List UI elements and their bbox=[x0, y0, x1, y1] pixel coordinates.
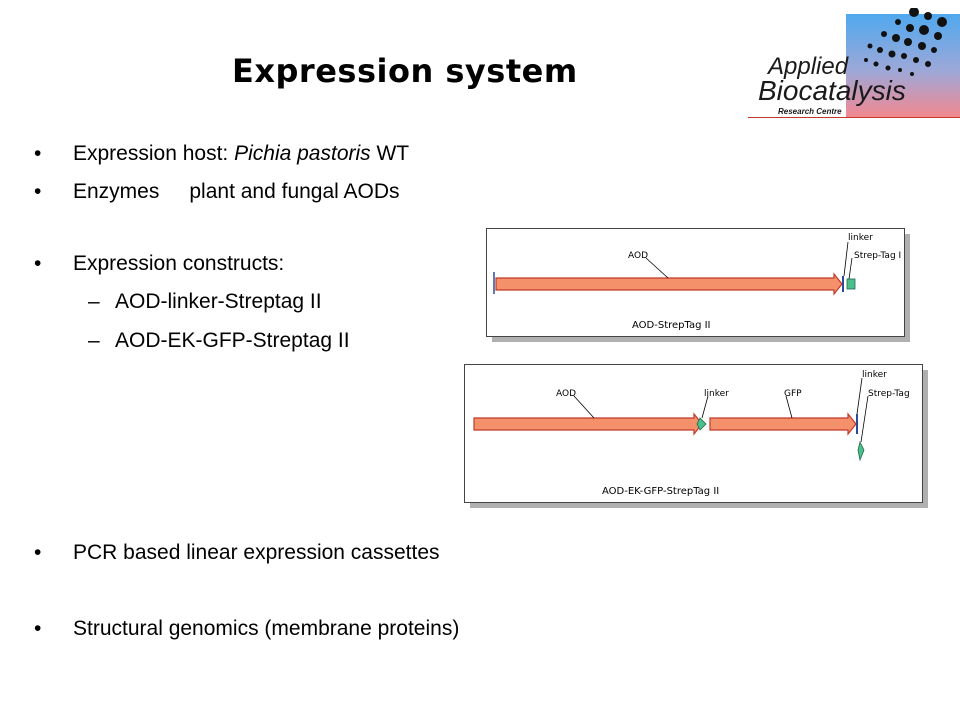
subitem-aod-linker: AOD-linker-Streptag II bbox=[115, 290, 322, 313]
bullet-text-italic: Pichia pastoris bbox=[234, 142, 371, 165]
diagram2-caption: AOD-EK-GFP-StrepTag II bbox=[602, 486, 719, 497]
strep-tag-box bbox=[846, 278, 856, 290]
aod-gene-arrow bbox=[495, 272, 843, 296]
bullet-marker: • bbox=[34, 252, 42, 275]
strep-tag-shape bbox=[857, 440, 865, 462]
diagram2-label-linker: linker bbox=[704, 389, 729, 399]
diagram1-label-strep: Strep-Tag I bbox=[854, 251, 901, 261]
logo-line1: Applied bbox=[766, 53, 849, 80]
bullet-enzymes: Enzymes plant and fungal AODs bbox=[73, 180, 400, 204]
gfp-gene-arrow bbox=[709, 412, 857, 436]
logo-line2: Biocatalysis bbox=[758, 75, 906, 106]
aod-gene-arrow bbox=[473, 412, 703, 436]
bullet-marker: • bbox=[34, 142, 42, 165]
header-rule bbox=[748, 117, 960, 118]
diagram1-label-linker: linker bbox=[848, 233, 873, 243]
bullet-text: Expression host: bbox=[73, 142, 235, 165]
diagram1-caption: AOD-StrepTag II bbox=[632, 320, 711, 331]
diagram2-label-aod: AOD bbox=[556, 389, 576, 399]
bullet-value: plant and fungal AODs bbox=[189, 180, 400, 203]
construct-diagram-aod-ek-gfp-streptag: AOD linker GFP linker Strep-Tag AOD-EK-G… bbox=[464, 364, 928, 508]
bullet-label: Enzymes bbox=[73, 180, 160, 203]
bullet-text: WT bbox=[370, 142, 410, 165]
bullet-expression-host: Expression host: Pichia pastoris WT bbox=[73, 142, 409, 166]
diagram2-label-strep: Strep-Tag bbox=[868, 389, 910, 399]
diagram2-label-linker2: linker bbox=[862, 370, 887, 380]
construct-diagram-aod-streptag: AOD linker Strep-Tag I AOD-StrepTag II bbox=[486, 228, 910, 342]
logo-line3: Research Centre bbox=[778, 107, 842, 116]
diagram1-label-aod: AOD bbox=[628, 251, 648, 261]
bullet-structural-genomics: Structural genomics (membrane proteins) bbox=[73, 617, 460, 640]
dash-marker: – bbox=[88, 290, 100, 313]
bullet-marker: • bbox=[34, 180, 42, 203]
bullet-marker: • bbox=[34, 541, 42, 564]
diagram2-label-gfp: GFP bbox=[784, 389, 802, 399]
bullet-marker: • bbox=[34, 617, 42, 640]
subitem-aod-ek-gfp: AOD-EK-GFP-Streptag II bbox=[115, 329, 350, 352]
page-title: Expression system bbox=[232, 52, 578, 90]
linker-shape bbox=[696, 417, 707, 431]
dash-marker: – bbox=[88, 329, 100, 352]
bullet-pcr-cassettes: PCR based linear expression cassettes bbox=[73, 541, 440, 564]
applied-biocatalysis-logo: Applied Biocatalysis Research Centre bbox=[758, 8, 960, 118]
bullet-expression-constructs: Expression constructs: bbox=[73, 252, 285, 275]
